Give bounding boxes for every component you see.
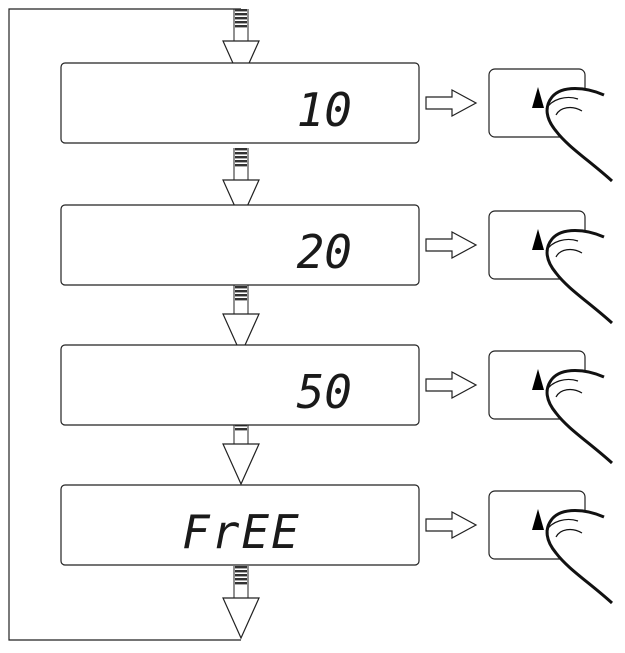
right-arrow [426,512,476,538]
display-value-2: 20 [297,225,352,279]
display-panel-1: 10 [61,63,419,143]
down-arrow [223,566,259,638]
right-arrow [426,90,476,116]
up-key-press-icon [489,491,612,603]
up-key-press-icon [489,211,612,323]
right-arrow [426,232,476,258]
display-panel-3: 50 [61,345,419,425]
display-value-4: FrEE [182,505,301,559]
display-value-3: 50 [297,365,352,419]
display-panel-2: 20 [61,205,419,285]
right-arrow [426,372,476,398]
display-panel-4: FrEE [61,485,419,565]
display-value-1: 10 [297,83,352,137]
down-arrow [223,282,259,354]
up-key-press-icon [489,69,612,181]
up-key-press-icon [489,351,612,463]
